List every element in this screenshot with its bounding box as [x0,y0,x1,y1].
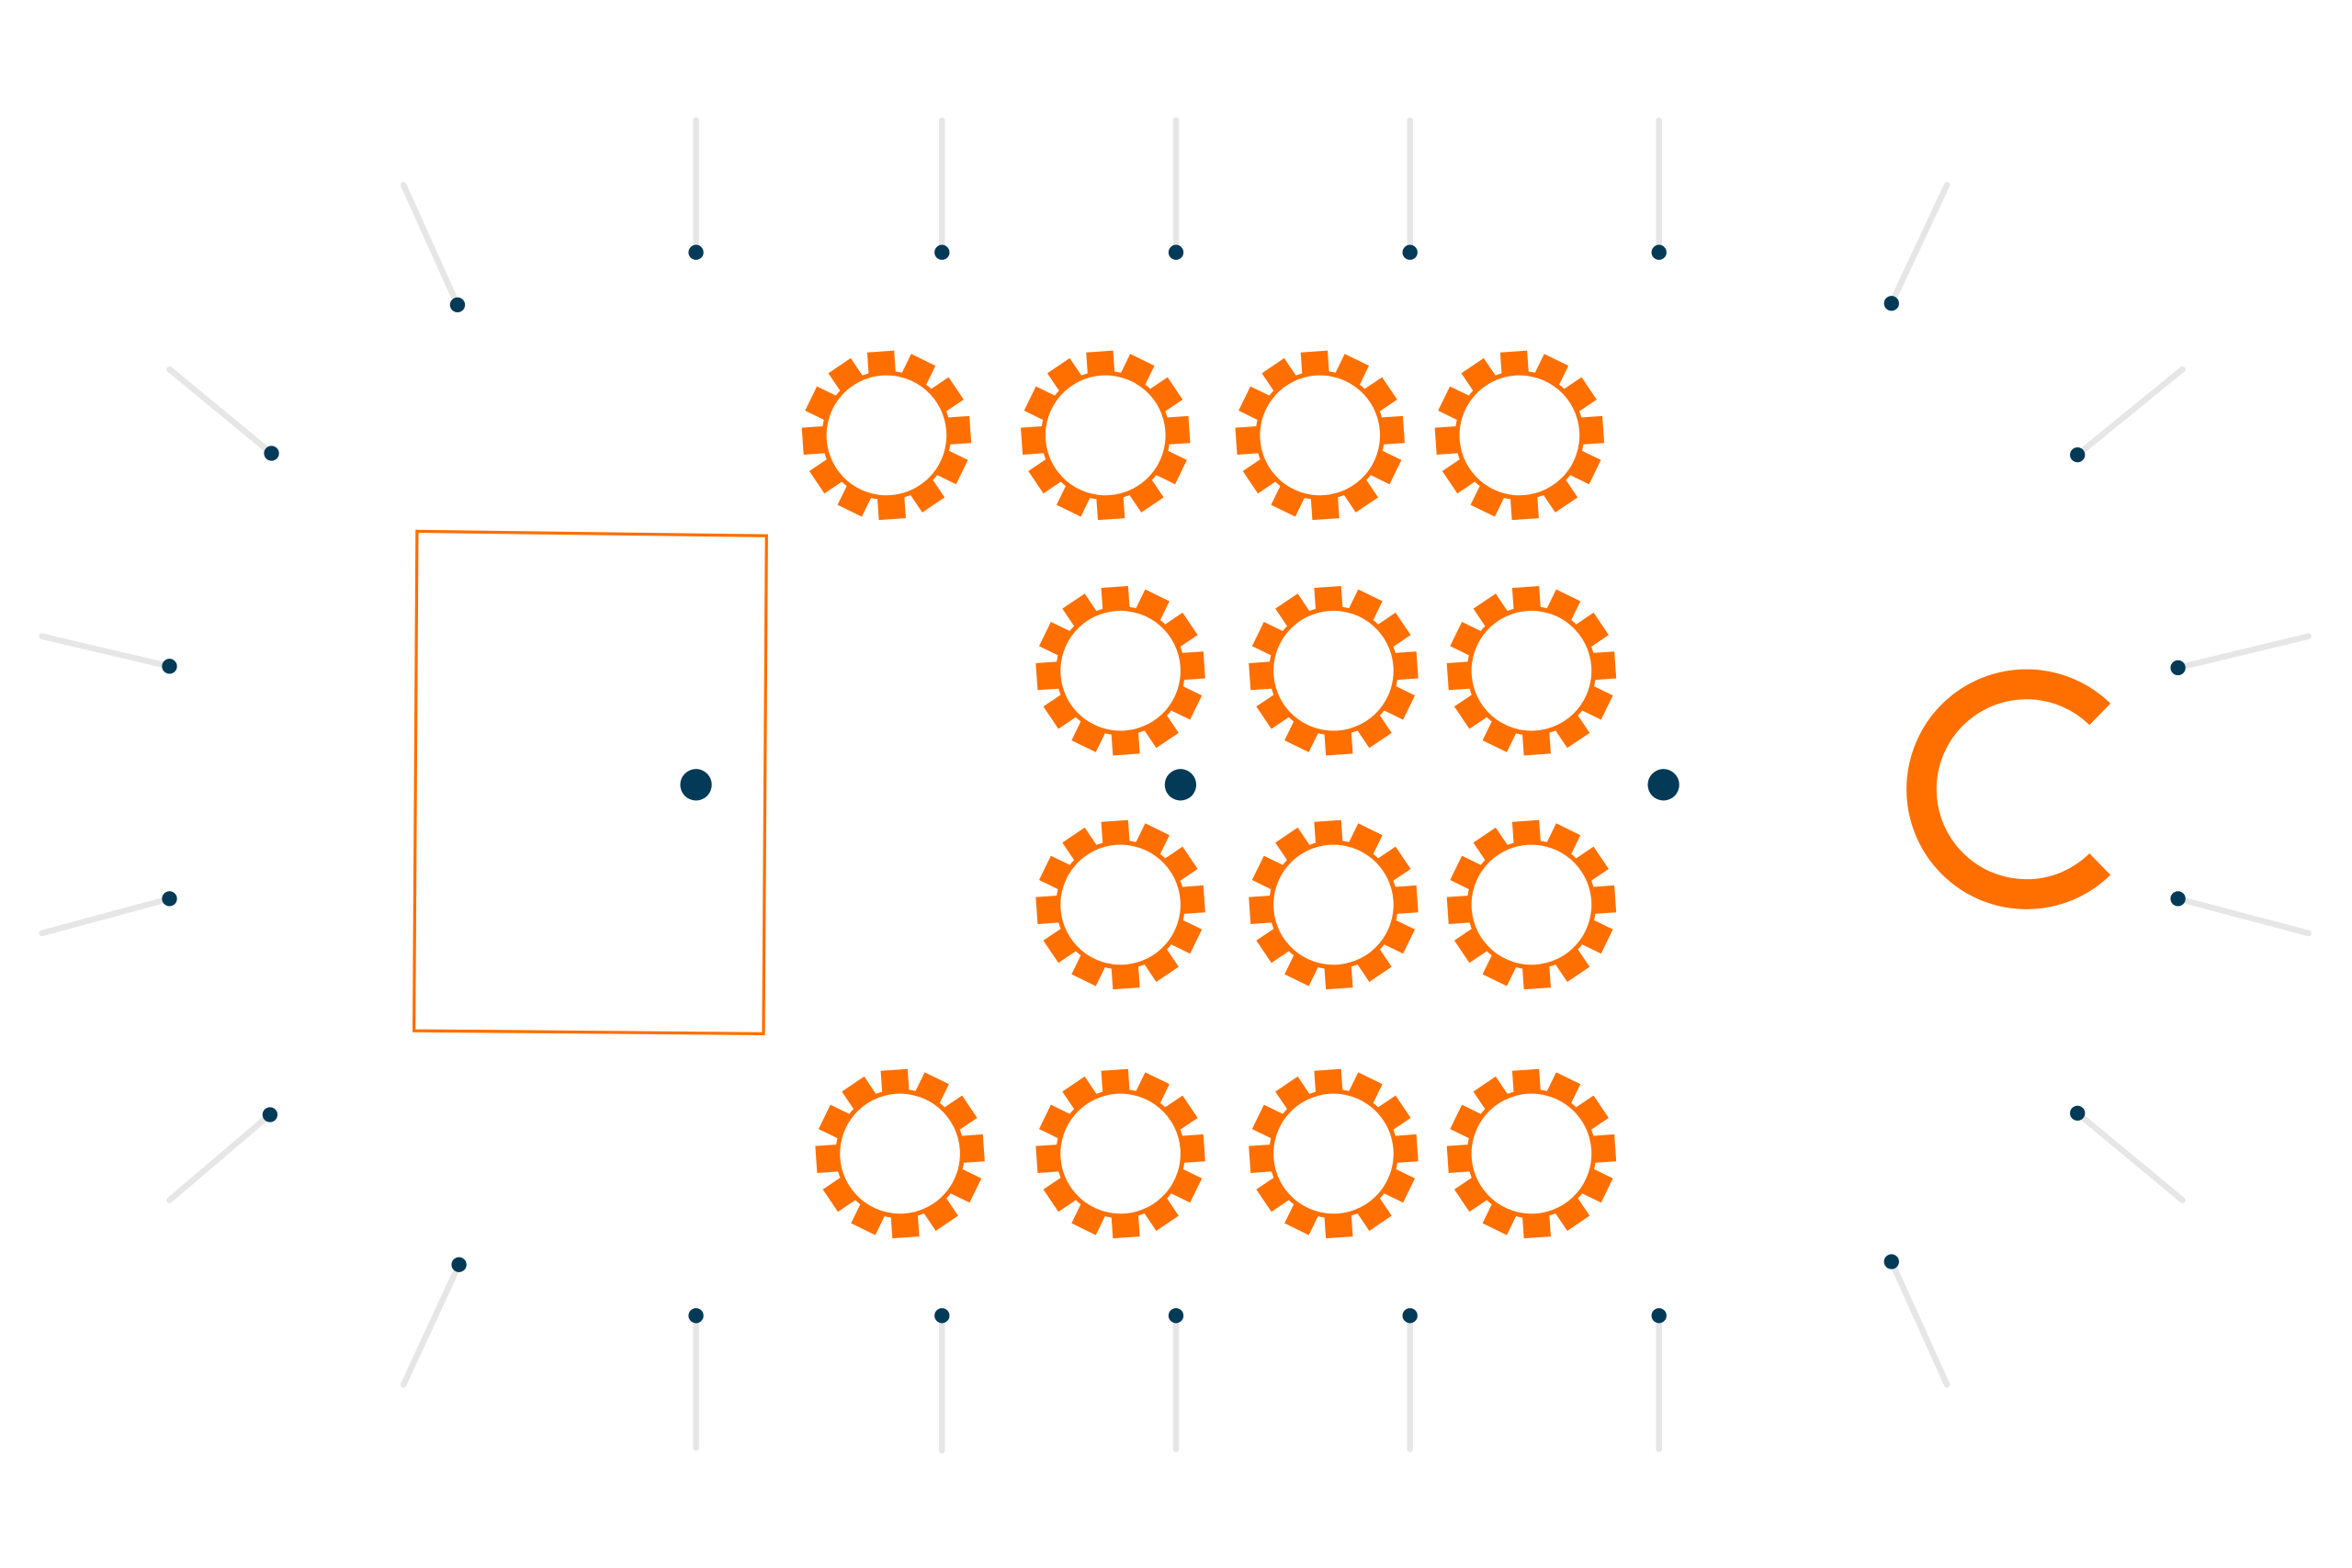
point-dot [162,659,177,674]
table-top [1273,1093,1394,1214]
point-dot [2070,446,2086,463]
round-table [1249,819,1419,990]
perimeter-point [1883,1254,1951,1388]
perimeter-point [2170,633,2312,676]
table-top [1060,1093,1181,1214]
center-dot [1164,769,1197,801]
perimeter-point [688,1308,704,1451]
round-table [1021,350,1191,521]
table-top [1471,1093,1592,1214]
point-dot [1883,296,1899,311]
center-dot [1647,769,1679,801]
table-top [1273,844,1394,965]
spoke-line [39,633,173,670]
round-table [1235,350,1405,521]
perimeter-point [1651,117,1667,260]
round-table [1249,1068,1419,1239]
point-dot [1168,244,1184,260]
round-table [1446,819,1617,990]
point-dot [449,297,466,313]
spoke-line [400,1261,462,1388]
perimeter-point [1168,117,1184,260]
perimeter-point [934,1308,950,1454]
spoke-line [1888,1258,1951,1388]
spoke-line [166,366,275,457]
round-table [1035,586,1205,756]
table-top [1471,610,1592,731]
round-table [1446,1068,1617,1239]
round-table [815,1068,985,1239]
table-top [1273,610,1394,731]
table-top [1045,375,1166,496]
point-dot [1651,1308,1667,1324]
spoke-line [1888,181,1951,307]
perimeter-point [2170,891,2312,937]
point-dot [2170,660,2186,676]
table-top [1060,610,1181,731]
perimeter-point [1402,117,1418,260]
perimeter-point [166,1107,278,1203]
point-dot [451,1257,467,1272]
perimeter-point [1168,1308,1184,1452]
table-top [1459,375,1580,496]
point-dot [2070,1105,2086,1122]
spoke-line [39,896,173,937]
round-table [801,350,972,521]
perimeter-point [2070,366,2186,463]
perimeter-point [400,1257,467,1388]
perimeter-point [1402,1308,1418,1452]
point-dot [264,446,279,461]
point-dot [688,244,704,260]
spoke-line [2175,633,2312,671]
round-table [1035,819,1205,990]
perimeter-point [39,633,177,674]
point-dot [934,1308,950,1324]
spoke-line [400,181,461,309]
point-dot [2170,891,2186,907]
round-table [1446,586,1617,756]
spoke-line [2175,896,2312,937]
round-table [1035,1068,1205,1239]
center-dot [680,769,712,801]
spoke-line [166,1111,274,1203]
round-tables [801,350,1617,1239]
point-dot [1402,244,1418,260]
round-table [1249,586,1419,756]
perimeter-point [400,181,466,313]
point-dot [262,1107,278,1122]
table-top [1060,844,1181,965]
table-top [826,375,947,496]
perimeter-point [934,117,950,260]
table-top [1471,844,1592,965]
perimeter-point [166,366,279,461]
perimeter-point [1883,181,1951,311]
spoke-line [2074,366,2186,458]
round-table [1434,350,1605,521]
point-dot [1651,244,1667,260]
perimeter-point [688,117,704,260]
table-top [840,1093,960,1214]
point-dot [1168,1308,1184,1324]
stage-rectangle [412,529,768,1035]
perimeter-spokes [39,117,2312,1454]
c-shaped-bar [1906,669,2111,909]
perimeter-point [39,891,177,937]
center-points [680,769,1679,801]
point-dot [1402,1308,1418,1324]
point-dot [688,1308,704,1324]
point-dot [162,891,177,907]
point-dot [1883,1254,1899,1269]
spoke-line [2074,1110,2186,1203]
perimeter-point [1651,1308,1667,1452]
point-dot [934,244,950,260]
perimeter-point [2070,1105,2186,1203]
table-top [1260,375,1381,496]
